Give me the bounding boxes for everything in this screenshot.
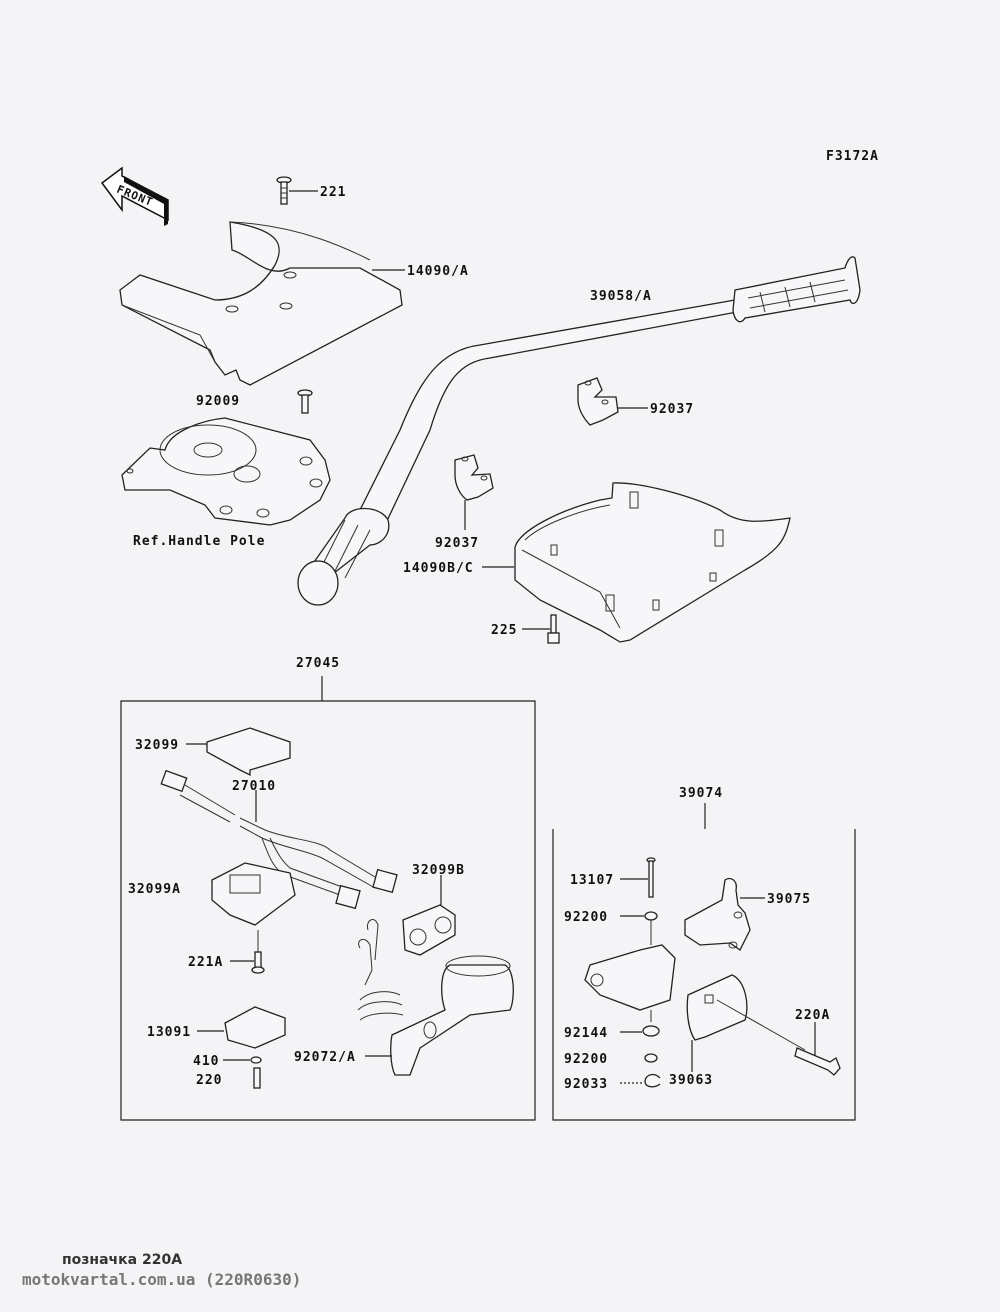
upper-cover-14090a [119, 221, 403, 386]
lower-cover-14090bc [514, 482, 791, 643]
label-39063: 39063 [669, 1073, 713, 1088]
grommet-32099b [402, 904, 456, 956]
screw-221-icon [276, 176, 292, 205]
label-14090a: 14090/A [407, 264, 469, 279]
pin-13107-icon [646, 857, 656, 898]
handle-pole-plate [121, 417, 331, 526]
cable-27010 [160, 769, 398, 910]
front-arrow-icon: FRONT [100, 166, 169, 226]
label-92037-upper: 92037 [650, 402, 694, 417]
label-32099a: 32099A [128, 882, 181, 897]
label-39058a: 39058/A [590, 289, 652, 304]
handlebar-39058a [297, 256, 861, 606]
barrel-39063 [686, 974, 806, 1051]
clamp-92037-upper [577, 377, 619, 426]
label-225: 225 [491, 623, 517, 638]
washer-410-icon [250, 1056, 262, 1064]
label-92144: 92144 [564, 1026, 608, 1041]
label-221: 221 [320, 185, 346, 200]
label-92033: 92033 [564, 1077, 608, 1092]
bolt-220a-icon [794, 1047, 841, 1076]
label-27010: 27010 [232, 779, 276, 794]
assembly-box-27045 [120, 676, 536, 1121]
label-14090bc: 14090B/C [403, 561, 474, 576]
label-27045: 27045 [296, 656, 340, 671]
clip-92072a [357, 919, 514, 1076]
circlip-92033-icon [644, 1073, 661, 1088]
label-39074: 39074 [679, 786, 723, 801]
label-32099b: 32099B [412, 863, 465, 878]
label-92200-lower: 92200 [564, 1052, 608, 1067]
label-92200-upper: 92200 [564, 910, 608, 925]
cover-32099 [206, 727, 291, 777]
washer-92200-lower-icon [644, 1053, 658, 1063]
label-92072a: 92072/A [294, 1050, 356, 1065]
label-220a: 220A [795, 1008, 830, 1023]
lever-39075 [684, 877, 751, 951]
assembly-box-39074 [552, 803, 856, 1121]
throttle-housing [584, 920, 676, 1022]
switch-housing-32099a [211, 862, 296, 926]
screw-225-icon [547, 614, 560, 644]
screw-220-icon [253, 1067, 261, 1089]
label-220: 220 [196, 1073, 222, 1088]
label-32099: 32099 [135, 738, 179, 753]
figure-code: F3172A [826, 149, 879, 164]
washer-92200-upper-icon [644, 911, 658, 921]
screw-221a-icon [251, 930, 265, 974]
screw-92009-icon [297, 389, 313, 414]
label-92009: 92009 [196, 394, 240, 409]
clamp-92037-center [454, 454, 494, 501]
label-221a: 221A [188, 955, 223, 970]
label-13091: 13091 [147, 1025, 191, 1040]
caption: позначка 220А [62, 1252, 183, 1268]
ref-handle-pole: Ref.Handle Pole [133, 534, 265, 549]
label-39075: 39075 [767, 892, 811, 907]
label-92037-center: 92037 [435, 536, 479, 551]
spring-92144-icon [642, 1025, 660, 1037]
watermark: motokvartal.com.ua (220R0630) [22, 1270, 302, 1289]
label-410: 410 [193, 1054, 219, 1069]
label-13107: 13107 [570, 873, 614, 888]
block-13091 [224, 1006, 286, 1049]
